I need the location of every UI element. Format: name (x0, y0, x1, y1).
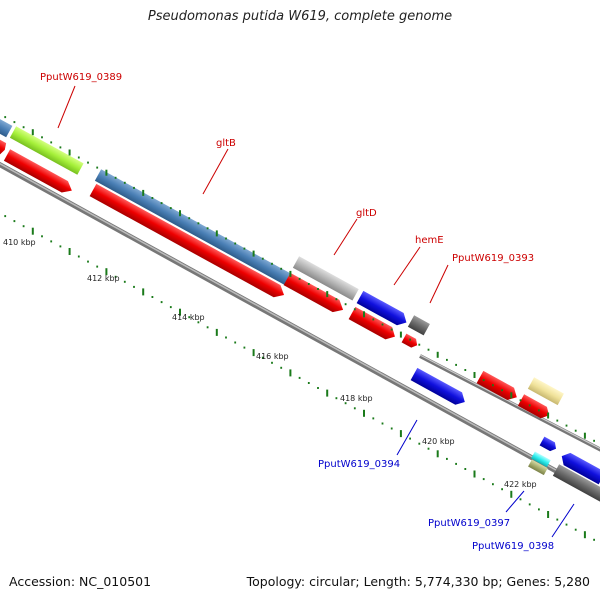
gene-feature-PputW619_0397 (531, 451, 551, 468)
gene-feature-red-e (401, 333, 418, 348)
gene-feature-PputW619_0394 (410, 367, 465, 405)
map-title: Pseudomonas putida W619, complete genome (147, 9, 453, 24)
gene-feature-red-f (476, 370, 517, 400)
scale-label-414: 414 kbp (172, 313, 205, 322)
forward-strand-features (0, 115, 600, 505)
gene-label-PputW619_0394[interactable]: PputW619_0394 (318, 459, 400, 470)
gene-feature-PputW619_0398 (552, 464, 600, 505)
gene-feature-red-d (348, 306, 395, 340)
scale-label-412: 412 kbp (87, 274, 120, 283)
gene-label-PputW619_0397[interactable]: PputW619_0397 (428, 518, 510, 529)
gene-label-gltD[interactable]: gltD (356, 208, 377, 219)
gene-label-hemE[interactable]: hemE (415, 235, 444, 246)
gene-feature-blue-right (561, 452, 600, 485)
scale-label-416: 416 kbp (256, 352, 289, 361)
gene-labels: PputW619_0389 gltB gltD hemE PputW619_03… (40, 72, 554, 552)
gene-label-PputW619_0389[interactable]: PputW619_0389 (40, 72, 122, 83)
gene-feature-gltD (292, 256, 359, 301)
accession-text: Accession: NC_010501 (9, 574, 152, 589)
reverse-strand-features (0, 139, 557, 476)
scale-ticks (4, 116, 595, 541)
scale-labels: 410 kbp 412 kbp 414 kbp 416 kbp 418 kbp … (3, 238, 537, 489)
gene-label-PputW619_0393[interactable]: PputW619_0393 (452, 253, 534, 264)
gene-feature-red-b (89, 183, 285, 298)
gene-feature-blue-small (539, 436, 557, 452)
gene-feature-gltB (94, 169, 294, 287)
gene-feature-PputW619_0389 (9, 126, 84, 175)
gene-label-gltB[interactable]: gltB (216, 138, 236, 149)
gene-feature-PputW619_0393 (407, 315, 430, 336)
gene-feature-cream (527, 377, 564, 406)
gene-feature-hemE (356, 290, 407, 326)
gene-label-PputW619_0398[interactable]: PputW619_0398 (472, 541, 554, 552)
genome-summary-text: Topology: circular; Length: 5,774,330 bp… (246, 574, 590, 589)
backbone (0, 161, 600, 499)
gene-feature-steel-left (0, 115, 13, 138)
gene-feature-red-c (283, 272, 344, 313)
gene-feature-red-g (517, 394, 550, 419)
gene-feature-olive (528, 459, 548, 476)
gene-feature-red-a (3, 149, 72, 193)
scale-label-422: 422 kbp (504, 480, 537, 489)
scale-label-420: 420 kbp (422, 437, 455, 446)
leader-lines (57, 85, 575, 538)
scale-label-418: 418 kbp (340, 394, 373, 403)
gene-feature-red-left (0, 139, 7, 155)
scale-label-410: 410 kbp (3, 238, 36, 247)
